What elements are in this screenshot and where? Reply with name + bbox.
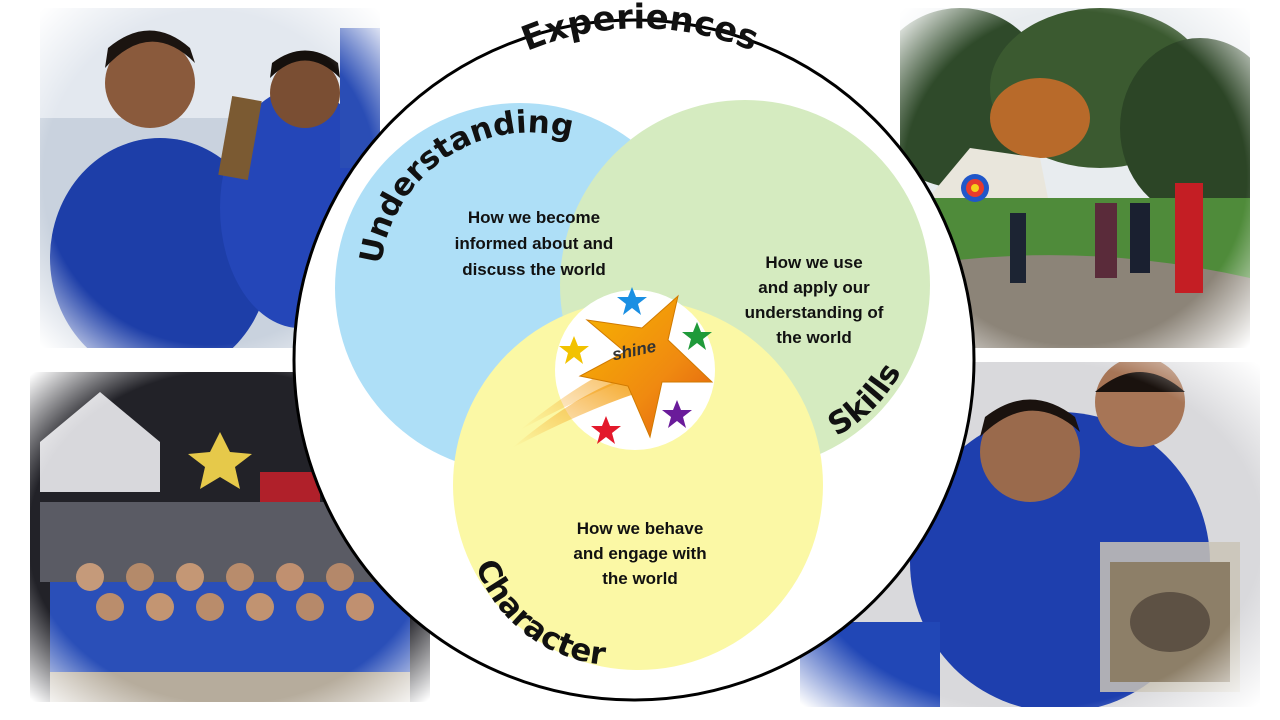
character-circle	[453, 300, 823, 670]
green-star-icon	[682, 322, 712, 350]
yellow-star-icon	[559, 336, 589, 364]
understanding-desc-line-1: How we become	[468, 208, 600, 227]
skills-desc-line-3: understanding of	[745, 303, 884, 322]
purple-star-icon	[662, 400, 692, 428]
skills-desc-line-2: and apply our	[758, 278, 870, 297]
red-star-icon	[591, 416, 621, 444]
skills-desc-line-1: How we use	[765, 253, 862, 272]
shine-star-icon	[578, 294, 714, 439]
understanding-desc-line-2: informed about and	[455, 234, 614, 253]
character-desc-line-3: the world	[602, 569, 678, 588]
skills-desc-line-4: the world	[776, 328, 852, 347]
shine-logo: shine	[512, 287, 714, 448]
character-desc-line-2: and engage with	[573, 544, 706, 563]
blue-star-icon	[617, 287, 647, 315]
character-desc-line-1: How we behave	[577, 519, 704, 538]
understanding-desc-line-3: discuss the world	[462, 260, 606, 279]
